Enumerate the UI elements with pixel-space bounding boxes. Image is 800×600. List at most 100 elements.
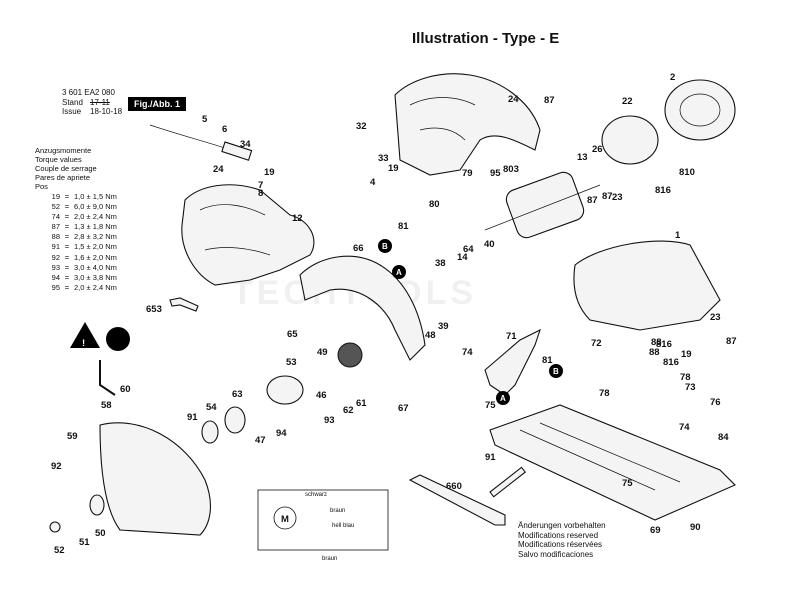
- callout-94: 94: [276, 428, 287, 439]
- callout-54: 54: [206, 402, 217, 413]
- torque-row: 87=1,3 ± 1,8 Nm: [46, 222, 117, 232]
- callout-87: 87: [544, 95, 555, 106]
- notice-line: Modifications réservées: [518, 540, 603, 550]
- upper-housing-part: [394, 73, 541, 176]
- callout-81: 81: [542, 355, 553, 366]
- callout-81: 81: [398, 221, 409, 232]
- notice-line: Salvo modificaciones: [518, 549, 594, 559]
- flange-part: [201, 420, 219, 444]
- callout-62: 62: [343, 405, 354, 416]
- callout-90: 90: [690, 522, 701, 533]
- callout-66: 66: [353, 243, 364, 254]
- callout-23: 23: [710, 312, 721, 323]
- callout-84: 84: [718, 432, 729, 443]
- callout-95: 95: [490, 168, 501, 179]
- torque-row: 74=2,0 ± 2,4 Nm: [46, 212, 117, 222]
- callout-19: 19: [264, 167, 275, 178]
- torque-pos: 88: [51, 232, 60, 242]
- torque-row: 88=2,8 ± 3,2 Nm: [46, 232, 117, 242]
- torque-equals: =: [64, 192, 70, 201]
- torque-row: 52=6,0 ± 9,0 Nm: [46, 202, 117, 212]
- callout-48: 48: [425, 330, 436, 341]
- torque-pos: 19: [51, 192, 60, 201]
- callout-49: 49: [317, 347, 328, 358]
- torque-equals: =: [64, 202, 70, 212]
- stand-value: 17-11: [90, 98, 110, 107]
- torque-value: 3,0 ± 4,0 Nm: [74, 262, 117, 272]
- bevel-scale-part: [484, 328, 541, 396]
- callout-23: 23: [612, 192, 623, 203]
- torque-equals: =: [64, 282, 70, 292]
- page-title: Illustration - Type - E: [412, 30, 560, 47]
- callout-78: 78: [680, 372, 691, 383]
- marker-b-label: B: [382, 242, 388, 251]
- hex-key-part: [169, 297, 199, 312]
- callout-73: 73: [685, 382, 696, 393]
- callout-64: 64: [463, 244, 474, 255]
- fan-baffle-part: [601, 115, 659, 165]
- gear-part: [337, 342, 363, 368]
- torque-row: 19=1,0 ± 1,5 Nm: [46, 192, 117, 202]
- callout-816: 816: [663, 357, 679, 368]
- torque-value: 2,0 ± 2,4 Nm: [74, 282, 117, 292]
- wiring-diagram-frame: [257, 489, 389, 551]
- torque-pos: 95: [51, 282, 60, 292]
- marker-a-label: A: [500, 394, 506, 403]
- clamping-screw-part: [49, 521, 61, 533]
- torque-pos: 87: [51, 222, 60, 232]
- callout-816: 816: [656, 339, 672, 350]
- callout-26: 26: [592, 144, 603, 155]
- torque-equals: =: [64, 252, 70, 262]
- callout-80: 80: [429, 199, 440, 210]
- callout-87: 87: [602, 191, 613, 202]
- handle-housing-part: [181, 184, 315, 286]
- notice-line: Änderungen vorbehalten: [518, 521, 606, 530]
- callout-88: 88: [651, 337, 662, 348]
- torque-pos: 52: [51, 202, 60, 212]
- svg-text:!: !: [82, 338, 85, 349]
- torque-equals: =: [64, 272, 70, 282]
- torque-row: 94=3,0 ± 3,8 Nm: [46, 273, 117, 283]
- callout-51: 51: [79, 537, 90, 548]
- callout-13: 13: [577, 152, 588, 163]
- blade-guard-part: [299, 255, 426, 361]
- callout-803: 803: [503, 164, 519, 175]
- handle-housing-detail: [199, 204, 271, 256]
- callout-47: 47: [255, 435, 266, 446]
- torque-value: 2,0 ± 2,4 Nm: [74, 212, 117, 222]
- callout-58: 58: [101, 400, 112, 411]
- figure-label: Fig./Abb. 1: [128, 97, 186, 111]
- torque-header-line: Anzugsmomente: [35, 146, 92, 155]
- lower-guard-part: [99, 422, 211, 536]
- motor-housing-part: [573, 240, 721, 331]
- torque-equals: =: [64, 222, 70, 232]
- callout-74: 74: [679, 422, 690, 433]
- part-number: 3 601 EA2 080: [62, 88, 115, 97]
- armature-part: [505, 171, 585, 239]
- callout-87: 87: [726, 336, 737, 347]
- callout-39: 39: [438, 321, 449, 332]
- callout-76: 76: [710, 397, 721, 408]
- torque-pos: 74: [51, 212, 60, 222]
- marker-b-circle: [549, 364, 563, 378]
- callout-4: 4: [370, 177, 376, 188]
- callout-32: 32: [356, 121, 367, 132]
- torque-header-line: Torque values: [35, 155, 82, 164]
- callout-93: 93: [324, 415, 335, 426]
- callout-74: 74: [462, 347, 473, 358]
- callout-33: 33: [378, 153, 389, 164]
- base-plate-slot: [519, 422, 681, 491]
- motor-symbol: [273, 506, 297, 530]
- callout-12: 12: [292, 213, 303, 224]
- callout-92: 92: [51, 461, 62, 472]
- torque-value: 1,5 ± 2,0 Nm: [74, 242, 117, 252]
- callout-816: 816: [655, 185, 671, 196]
- read-manual-icon: [106, 327, 130, 351]
- torque-value: 1,6 ± 2,0 Nm: [74, 252, 117, 262]
- callout-38: 38: [435, 258, 446, 269]
- torque-header-line: Pares de apriete: [35, 173, 91, 182]
- callout-660: 660: [446, 481, 462, 492]
- torque-row: 93=3,0 ± 4,0 Nm: [46, 263, 117, 273]
